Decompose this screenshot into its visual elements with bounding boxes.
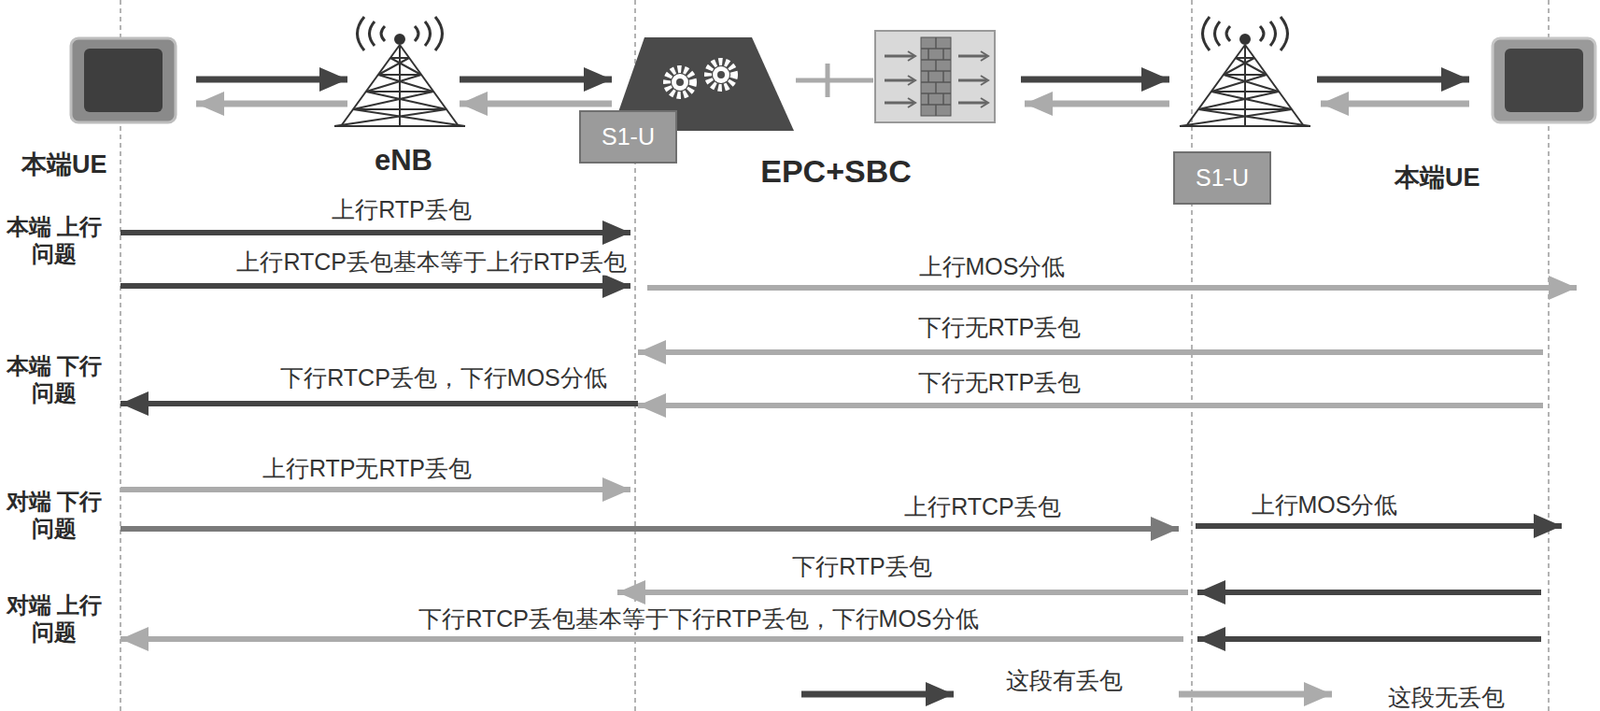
plus-sign <box>795 63 874 98</box>
node-label: EPC+SBC <box>757 153 915 190</box>
message-label: 上行RTP丢包 <box>329 196 474 224</box>
ue-icon <box>1492 38 1596 123</box>
interface-box: S1-U <box>579 110 678 164</box>
message-label: 下行RTCP丢包，下行MOS分低 <box>278 364 609 392</box>
message-label: 上行RTP无RTP丢包 <box>260 454 474 482</box>
base-station-node: eNB <box>347 20 460 178</box>
link-arrow <box>459 76 612 84</box>
core-network-node: EPC+SBC <box>611 30 995 190</box>
message-label: 下行RTP丢包 <box>790 552 935 581</box>
message-label: 下行无RTP丢包 <box>916 368 1084 397</box>
tower-icon <box>334 16 466 127</box>
message-label: 下行无RTP丢包 <box>916 313 1084 341</box>
row-heading: 本端 下行问题 <box>5 353 103 408</box>
link-arrow <box>196 76 348 84</box>
row-heading: 对端 上行问题 <box>5 592 103 647</box>
row-heading: 本端 上行问题 <box>5 213 103 269</box>
message-label: 上行MOS分低 <box>1249 491 1401 519</box>
sequence-arrows <box>120 232 1577 639</box>
node-label: eNB <box>371 143 436 178</box>
firewall-icon <box>875 30 995 123</box>
node-label: S1-U <box>1195 164 1249 192</box>
message-label: 上行RTCP丢包基本等于上行RTP丢包 <box>234 248 628 276</box>
terminal-node: 本端UE <box>18 35 197 180</box>
row-heading: 对端 下行问题 <box>5 488 103 543</box>
tower-icon <box>1179 16 1311 127</box>
terminal-node: 本端UE <box>1391 35 1596 193</box>
dashed-guides <box>120 0 1549 711</box>
node-label: 本端UE <box>18 150 111 180</box>
legend-text: 这段有丢包 <box>1005 666 1123 694</box>
message-label: 下行RTCP丢包基本等于下行RTP丢包，下行MOS分低 <box>416 605 980 633</box>
node-label: S1-U <box>601 123 655 151</box>
node-label: 本端UE <box>1391 163 1484 193</box>
link-arrow <box>459 100 612 108</box>
legend-text: 这段无丢包 <box>1387 683 1505 711</box>
message-label: 上行RTCP丢包 <box>902 493 1063 521</box>
interface-box: S1-U <box>1173 151 1272 205</box>
network-arrows <box>1020 79 1470 104</box>
ue-icon <box>70 38 176 123</box>
link-arrow <box>196 100 348 108</box>
message-label: 上行MOS分低 <box>917 253 1068 281</box>
